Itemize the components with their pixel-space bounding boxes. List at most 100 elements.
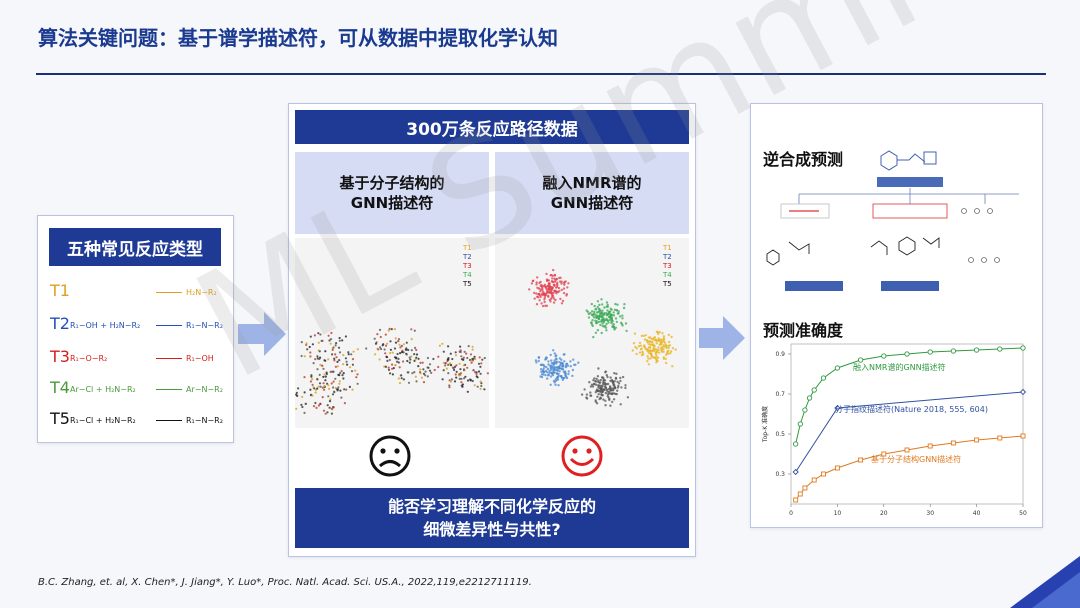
- scatter-point: [356, 373, 359, 376]
- scatter-point: [342, 372, 345, 375]
- scatter-point: [549, 375, 553, 378]
- scatter-point: [311, 383, 314, 386]
- scatter-point: [553, 359, 556, 362]
- scatter-point: [441, 342, 444, 345]
- scatter-point: [330, 382, 333, 385]
- scatter-point: [301, 395, 304, 398]
- scatter-point: [428, 369, 432, 372]
- scatter-point: [619, 379, 622, 383]
- scatter-point: [555, 354, 558, 357]
- scatter-point: [347, 351, 350, 354]
- scatter-point: [463, 350, 466, 353]
- scatter-point: [612, 314, 616, 317]
- scatter-point: [647, 363, 651, 366]
- scatter-point: [408, 361, 411, 364]
- scatter-point: [558, 370, 561, 373]
- scatter-point: [534, 359, 538, 362]
- scatter-point: [338, 380, 341, 383]
- scatter-point: [601, 322, 604, 325]
- scatter-point: [338, 351, 342, 354]
- scatter-point: [335, 342, 338, 345]
- scatter-point: [597, 320, 601, 324]
- scatter-point: [600, 315, 603, 319]
- scatter-point: [341, 339, 344, 342]
- scatter-point: [350, 370, 354, 373]
- scatter-point: [471, 357, 474, 361]
- scatter-point: [536, 276, 539, 279]
- scatter-point: [569, 365, 572, 368]
- scatter-point: [390, 328, 393, 331]
- scatter-point: [617, 312, 620, 315]
- structure-gnn-label: 基于分子结构的 GNN描述符: [295, 152, 489, 234]
- scatter-point: [652, 343, 655, 346]
- scatter-point: [553, 365, 556, 369]
- scatter-point: [599, 378, 602, 382]
- scatter-point: [535, 303, 539, 306]
- scatter-point: [540, 283, 543, 287]
- scatter-point: [328, 339, 331, 342]
- scatter-point: [321, 386, 324, 389]
- scatter-point: [590, 383, 594, 386]
- scatter-point: [587, 316, 591, 319]
- scatter-point: [540, 370, 543, 373]
- scatter-point: [565, 362, 569, 365]
- scatter-point: [615, 372, 618, 375]
- scatter-point: [544, 358, 547, 361]
- scatter-point: [327, 384, 330, 387]
- scatter-point: [610, 320, 613, 323]
- scatter-point: [426, 356, 429, 360]
- scatter-point: [405, 341, 408, 344]
- scatter-point: [608, 398, 611, 402]
- scatter-point: [474, 357, 477, 361]
- scatter-point: [463, 377, 466, 380]
- scatter-point: [550, 287, 553, 291]
- scatter-point: [662, 347, 665, 351]
- scatter-point: [316, 368, 319, 371]
- scatter-point: [655, 354, 658, 357]
- scatter-point: [667, 349, 670, 352]
- scatter-point: [332, 380, 335, 383]
- scatter-point: [549, 364, 552, 367]
- scatter-point: [615, 309, 618, 312]
- scatter-point: [597, 389, 600, 393]
- scatter-point: [642, 334, 645, 337]
- scatter-point: [589, 385, 593, 388]
- scatter-point: [316, 387, 319, 390]
- scatter-point: [321, 364, 324, 367]
- scatter-point: [557, 384, 560, 387]
- scatter-point: [329, 342, 332, 345]
- scatter-point: [333, 359, 336, 362]
- scatter-point: [653, 349, 656, 352]
- scatter-point: [548, 284, 551, 288]
- citation: B.C. Zhang, et. al, X. Chen*, J. Jiang*,…: [38, 577, 532, 588]
- scatter-point: [549, 300, 552, 303]
- scatter-point: [624, 386, 627, 390]
- scatter-point: [642, 345, 646, 348]
- scatter-point: [533, 291, 536, 295]
- scatter-point: [539, 295, 542, 299]
- scatter-point: [657, 332, 660, 336]
- scatter-point: [606, 305, 609, 308]
- scatter-point: [336, 365, 339, 368]
- scatter-point: [328, 406, 331, 409]
- scatter-point: [328, 387, 331, 390]
- scatter-point: [567, 370, 570, 373]
- scatter-point: [333, 357, 336, 360]
- scatter-point: [595, 311, 599, 314]
- scatter-point: [596, 395, 599, 398]
- scatter-point: [528, 288, 531, 291]
- scatter-point: [597, 367, 600, 370]
- scatter-point: [637, 345, 641, 348]
- scatter-point: [326, 382, 329, 385]
- scatter-point: [621, 314, 624, 317]
- data-point: [834, 465, 840, 471]
- scatter-point: [380, 347, 383, 351]
- scatter-point: [312, 362, 315, 365]
- scatter-point: [559, 362, 563, 366]
- scatter-point: [553, 284, 556, 287]
- scatter-point: [671, 365, 674, 368]
- scatter-point: [337, 386, 340, 389]
- scatter-point: [316, 357, 319, 360]
- scatter-point: [448, 379, 451, 382]
